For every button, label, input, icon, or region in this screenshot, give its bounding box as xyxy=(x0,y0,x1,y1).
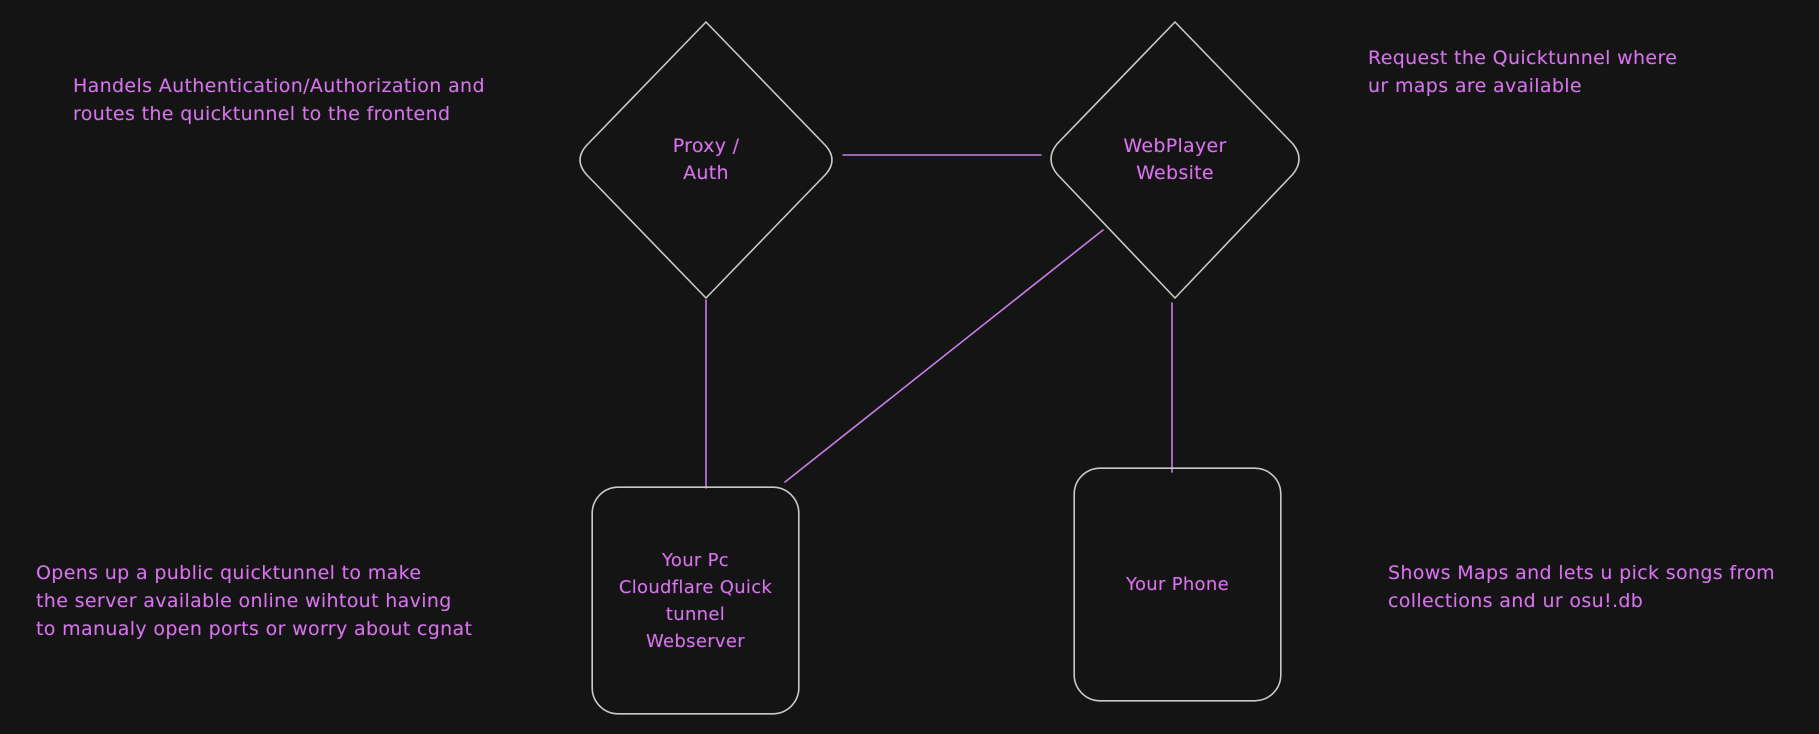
rounded-rect-shape xyxy=(1073,467,1282,702)
node-proxy-auth-label: Proxy / Auth xyxy=(672,135,740,184)
rounded-rect-shape xyxy=(591,486,800,715)
node-proxy-auth[interactable]: Proxy / Auth xyxy=(570,18,842,302)
diamond-shape xyxy=(579,21,833,299)
diamond-shape xyxy=(1050,21,1300,299)
annotation-your-phone: Shows Maps and lets u pick songs from co… xyxy=(1388,562,1776,613)
node-webplayer-website[interactable]: WebPlayer Website xyxy=(1042,18,1308,302)
node-webplayer-website-label: WebPlayer Website xyxy=(1123,135,1227,184)
node-your-phone-label: Your Phone xyxy=(1126,573,1229,595)
node-your-phone[interactable]: Your Phone xyxy=(1073,467,1282,702)
node-your-pc-label: Your Pc Cloudflare Quick tunnel Webserve… xyxy=(618,549,773,652)
annotation-proxy-auth: Handels Authentication/Authorization and… xyxy=(73,75,485,126)
annotation-your-pc: Opens up a public quicktunnel to make th… xyxy=(36,562,473,641)
node-your-pc[interactable]: Your Pc Cloudflare Quick tunnel Webserve… xyxy=(591,486,800,715)
annotation-webplayer-website: Request the Quicktunnel where ur maps ar… xyxy=(1368,47,1678,98)
